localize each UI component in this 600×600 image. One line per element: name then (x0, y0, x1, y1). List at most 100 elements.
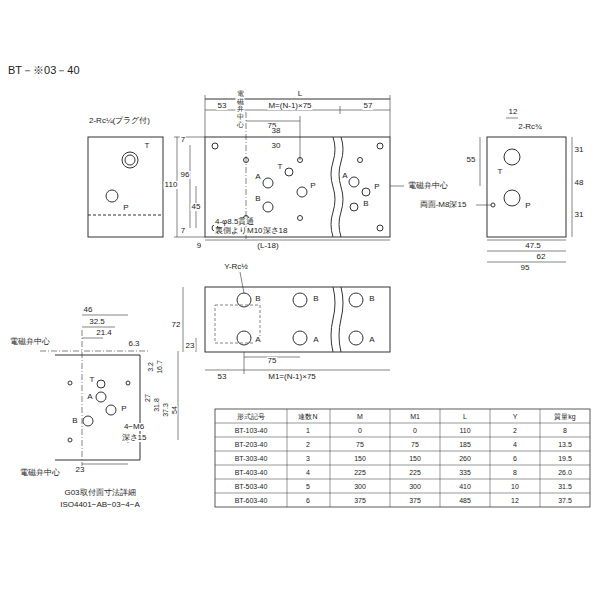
dimension-label: 電磁弁中心 (9, 338, 51, 346)
table-cell: 19.5 (557, 455, 573, 462)
dimension-label: G03取付面寸法詳細 (63, 489, 136, 497)
table-cell: 300 (353, 483, 367, 490)
dimension-label: B (368, 295, 375, 303)
table-cell: BT-103-40 (234, 427, 269, 434)
dimension-label: P (122, 204, 129, 212)
dimension-label: B (362, 200, 369, 208)
dimension-label: 47.5 (524, 242, 542, 250)
table-cell: 375 (353, 497, 367, 504)
dimension-label: T (497, 168, 504, 176)
table-cell: 4 (305, 469, 311, 476)
table-cell: 260 (458, 455, 472, 462)
dimension-label: 7 (180, 227, 186, 235)
dimension-label: 21.4 (95, 329, 113, 337)
table-cell: 26.0 (557, 469, 573, 476)
table-cell: 150 (353, 455, 367, 462)
dimension-label: P (373, 183, 380, 191)
table-cell: 6 (305, 497, 311, 504)
dimension-label: 53 (217, 373, 228, 381)
table-cell: 410 (458, 483, 472, 490)
dimension-label: 23 (75, 466, 86, 474)
table-cell: 質量kg (553, 413, 576, 420)
table-cell: 0 (412, 427, 418, 434)
table-cell: M1 (409, 413, 421, 420)
table-cell: 185 (458, 441, 472, 448)
table-cell: 225 (353, 469, 367, 476)
dimension-label: T (277, 163, 284, 171)
dimension-label: P (120, 405, 127, 413)
table-cell: 335 (458, 469, 472, 476)
table-cell: 4 (512, 441, 518, 448)
dimension-label: 4-φ8.5貫通 (214, 218, 255, 226)
table-cell: 6 (512, 455, 518, 462)
table-cell: 300 (408, 483, 422, 490)
dimension-label: 電磁弁中心 (236, 90, 245, 128)
dimension-label: 62 (536, 253, 547, 261)
dimension-label: 72 (171, 321, 182, 329)
dimension-label: P (524, 202, 531, 210)
dimension-label: 48 (574, 179, 585, 187)
table-cell: 2 (512, 427, 518, 434)
dimension-label: 95 (520, 264, 531, 272)
table-cell: BT-203-40 (234, 441, 269, 448)
dimension-label: L (297, 90, 303, 98)
dimension-label: 9 (196, 242, 202, 250)
table-cell: 8 (512, 469, 518, 476)
dimension-label: 23 (185, 342, 196, 350)
table-cell: BT-303-40 (234, 455, 269, 462)
table-cell: 13.5 (557, 441, 573, 448)
table-cell: 110 (458, 427, 471, 434)
dimension-label: 両面-M8深15 (419, 201, 468, 209)
table-cell: 12 (510, 497, 520, 504)
dimension-label: 37.3 (162, 402, 169, 418)
dimension-label: 55 (466, 156, 477, 164)
table-cell: 37.5 (557, 497, 573, 504)
dimension-label: 3.2 (147, 361, 154, 373)
table-cell: 75 (355, 441, 365, 448)
table-cell: 10 (510, 483, 520, 490)
dimension-label: 深さ15 (121, 434, 148, 442)
dimension-label: 53 (217, 102, 228, 110)
table-cell: 2 (305, 441, 311, 448)
dimension-label: 32.5 (88, 318, 106, 326)
dimension-label: 31.8 (153, 397, 160, 413)
dimension-label: M=(N-1)×75 (267, 102, 312, 110)
dimension-label: A (254, 173, 261, 181)
dimension-label: A (368, 336, 375, 344)
table-cell: 0 (357, 427, 363, 434)
dimension-label: 裏側よりM10深さ18 (214, 227, 288, 235)
dimension-label: 46 (83, 306, 94, 314)
dimension-label: 96 (180, 171, 191, 179)
dimension-label: (L-18) (256, 242, 279, 250)
dimension-label: A (86, 393, 93, 401)
dimension-label: 31 (574, 211, 585, 219)
table-cell: 3 (305, 455, 311, 462)
table-cell: BT-403-40 (234, 469, 269, 476)
dimension-label: 16.7 (156, 359, 163, 375)
dimension-label: 31 (574, 146, 585, 154)
dimension-label: 電磁弁中心 (19, 469, 61, 477)
dimension-label: A (341, 172, 348, 180)
table-cell: 5 (305, 483, 311, 490)
table-cell: L (462, 413, 468, 420)
dimension-label: B (254, 295, 261, 303)
dimension-label: B (254, 195, 261, 203)
dimension-label: ISO4401−AB−03−4−A (59, 501, 141, 509)
dimension-label: 2-Rc¾ (517, 123, 543, 131)
table-cell: 150 (408, 455, 422, 462)
dimension-label: T (89, 376, 96, 384)
table-cell: 75 (410, 441, 420, 448)
dimension-label: A (254, 336, 261, 344)
table-cell: 連数N (297, 413, 318, 420)
dimension-label: 4−M6 (123, 423, 145, 431)
dimension-label: 110 (164, 181, 179, 189)
dimension-label: 30 (271, 142, 282, 150)
table-cell: 1 (305, 427, 311, 434)
drawing-title: BT－※03－40 (8, 63, 80, 78)
dimension-label: 54 (171, 405, 178, 415)
table-cell: BT-603-40 (234, 497, 269, 504)
table-cell: Y (512, 413, 519, 420)
dimension-label: B (312, 295, 319, 303)
dimension-label: 電磁弁中心 (407, 182, 449, 190)
table-cell: 31.5 (557, 483, 573, 490)
